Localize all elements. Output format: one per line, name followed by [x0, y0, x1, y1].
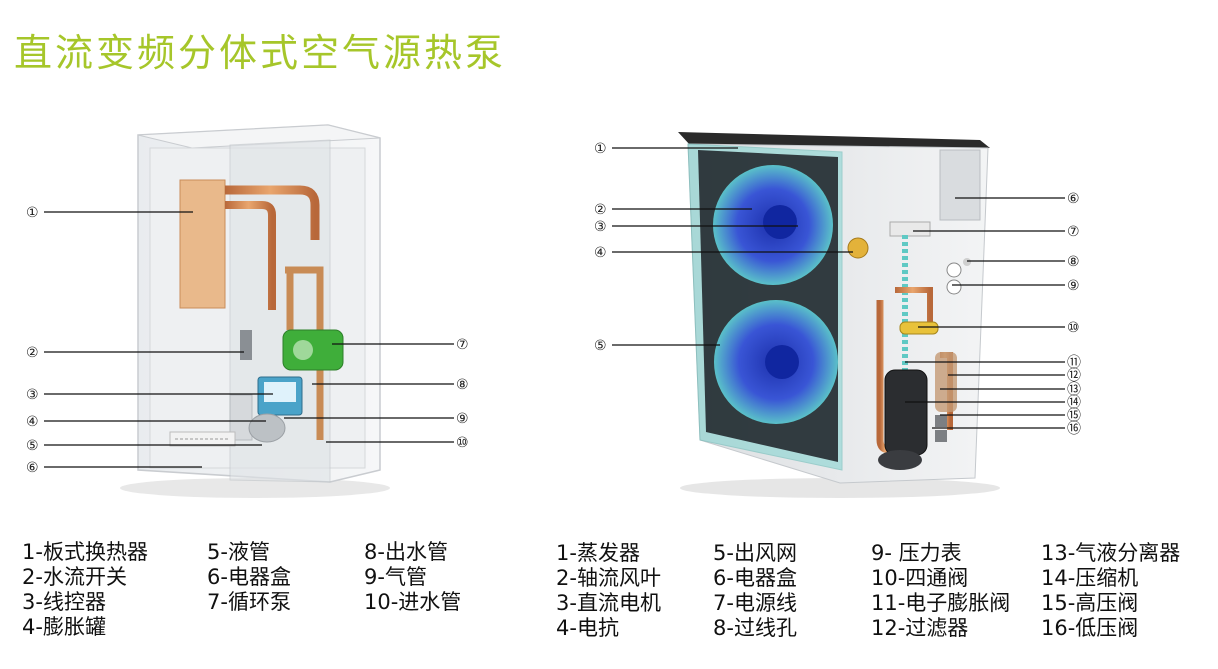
- outdoor-callout-2: ②: [594, 202, 607, 218]
- outdoor-callout-4: ④: [594, 245, 607, 261]
- legend-item: 14-压缩机: [1041, 566, 1139, 590]
- outdoor-top-lid: [678, 132, 990, 148]
- high-pressure-valve: [935, 415, 947, 427]
- indoor-callout-10: ⑩: [456, 435, 469, 451]
- legend-item: 9-气管: [364, 565, 427, 589]
- indoor-unit: [120, 124, 390, 498]
- legend-item: 13-气液分离器: [1041, 541, 1181, 565]
- legend-indoor-col-3: 8-出水管 9-气管 10-进水管: [364, 540, 461, 640]
- outdoor-callout-7: ⑦: [1067, 224, 1080, 240]
- legend-item: 8-过线孔: [713, 616, 797, 640]
- outdoor-callout-8: ⑧: [1067, 254, 1080, 270]
- indoor-callout-5: ⑤: [26, 438, 39, 454]
- legend-item: 8-出水管: [364, 540, 448, 564]
- outdoor-unit: [678, 132, 1000, 498]
- low-pressure-valve: [935, 430, 947, 442]
- indoor-callout-8: ⑧: [456, 377, 469, 393]
- outdoor-callout-12: ⑫: [1067, 368, 1081, 384]
- copper-pipe-mid: [225, 201, 276, 310]
- legend-outdoor-col-2: 5-出风网 6-电器盒 7-电源线 8-过线孔: [713, 541, 871, 641]
- gas-liquid-separator: [935, 352, 957, 412]
- compressor-base: [878, 450, 922, 470]
- plate-heat-exchanger: [179, 179, 226, 309]
- fan-motor-upper: [763, 205, 797, 239]
- outdoor-copper-pipe-2: [895, 287, 933, 330]
- legend-item: 16-低压阀: [1041, 616, 1139, 640]
- legend-item: 5-液管: [207, 540, 270, 564]
- legend-item: 6-电器盒: [207, 565, 291, 589]
- legend-item: 4-电抗: [556, 616, 619, 640]
- outdoor-callout-6: ⑥: [1067, 191, 1080, 207]
- outdoor-callout-16: ⑯: [1067, 421, 1081, 437]
- compressor: [884, 369, 928, 456]
- legend-item: 11-电子膨胀阀: [871, 591, 1011, 615]
- page-title: 直流变频分体式空气源热泵: [14, 31, 507, 75]
- indoor-front-door: [229, 139, 331, 483]
- legend-item: 7-电源线: [713, 591, 797, 615]
- legend-item: 5-出风网: [713, 541, 797, 565]
- legend-outdoor-col-3: 9- 压力表 10-四通阀 11-电子膨胀阀 12-过滤器: [871, 541, 1041, 641]
- pump-cap: [293, 340, 313, 360]
- outdoor-shadow: [680, 478, 1000, 498]
- indoor-callout-3: ③: [26, 387, 39, 403]
- legend-item: 4-膨胀罐: [22, 615, 106, 639]
- outdoor-callout-13: ⑬: [1067, 382, 1081, 398]
- indoor-callout-1: ①: [26, 205, 39, 221]
- indoor-callout-6: ⑥: [26, 460, 39, 476]
- outdoor-callout-1: ①: [594, 141, 607, 157]
- legend-item: 6-电器盒: [713, 566, 797, 590]
- indoor-shadow: [120, 478, 390, 498]
- indoor-callout-4: ④: [26, 414, 39, 430]
- legend-outdoor-col-4: 13-气液分离器 14-压缩机 15-高压阀 16-低压阀: [1041, 541, 1180, 641]
- outdoor-callout-14: ⑭: [1067, 395, 1081, 411]
- indoor-cabinet-top: [137, 124, 381, 149]
- power-terminal: [889, 221, 931, 237]
- outdoor-callout-11: ⑪: [1067, 355, 1081, 371]
- cable-hole-small: [963, 258, 971, 266]
- expansion-tank-bracket: [229, 394, 253, 441]
- electric-box-outdoor: [939, 149, 981, 221]
- legend-item: 7-循环泵: [207, 590, 291, 614]
- fan-motor-lower: [765, 345, 799, 379]
- expansion-tank: [248, 413, 286, 443]
- legend-item: 10-四通阀: [871, 566, 969, 590]
- copper-pipe-top: [225, 185, 320, 240]
- indoor-callouts: ① ② ③ ④ ⑤ ⑥ ⑦ ⑧ ⑨ ⑩: [26, 205, 469, 476]
- indoor-callout-9: ⑨: [456, 411, 469, 427]
- legend-item: 3-线控器: [22, 590, 106, 614]
- legend-item: 2-轴流风叶: [556, 566, 661, 590]
- legend-item: 1-蒸发器: [556, 541, 640, 565]
- water-pipe-right: [285, 266, 324, 440]
- indoor-leaders: [44, 211, 454, 468]
- indoor-callout-2: ②: [26, 345, 39, 361]
- flow-switch: [240, 330, 252, 360]
- indoor-callout-7: ⑦: [456, 337, 469, 353]
- legend-item: 3-直流电机: [556, 591, 661, 615]
- cable-hole: [946, 279, 962, 295]
- legend-outdoor: 1-蒸发器 2-轴流风叶 3-直流电机 4-电抗 5-出风网 6-电器盒 7-电…: [556, 541, 1180, 641]
- legend-item: 1-板式换热器: [22, 540, 148, 564]
- legend-item: 15-高压阀: [1041, 591, 1139, 615]
- outdoor-leaders: [612, 147, 1065, 429]
- legend-indoor-col-1: 1-板式换热器 2-水流开关 3-线控器 4-膨胀罐: [22, 540, 207, 640]
- outdoor-callout-5: ⑤: [594, 338, 607, 354]
- outdoor-callout-15: ⑮: [1067, 408, 1081, 424]
- outdoor-callout-3: ③: [594, 219, 607, 235]
- outdoor-callouts: ① ② ③ ④ ⑤ ⑥ ⑦ ⑧ ⑨ ⑩ ⑪ ⑫ ⑬ ⑭ ⑮ ⑯: [594, 141, 1081, 437]
- legend-item: 2-水流开关: [22, 565, 127, 589]
- pressure-gauge: [946, 262, 962, 278]
- legend-indoor: 1-板式换热器 2-水流开关 3-线控器 4-膨胀罐 5-液管 6-电器盒 7-…: [22, 540, 461, 640]
- legend-item: 12-过滤器: [871, 616, 969, 640]
- outdoor-callout-10: ⑩: [1067, 320, 1080, 336]
- legend-indoor-col-2: 5-液管 6-电器盒 7-循环泵: [207, 540, 364, 640]
- legend-item: 9- 压力表: [871, 541, 962, 565]
- outdoor-callout-9: ⑨: [1067, 278, 1080, 294]
- reactor: [847, 237, 869, 259]
- legend-outdoor-col-1: 1-蒸发器 2-轴流风叶 3-直流电机 4-电抗: [556, 541, 713, 641]
- four-way-valve: [899, 321, 939, 335]
- wire-controller-screen: [264, 382, 296, 402]
- legend-item: 10-进水管: [364, 590, 462, 614]
